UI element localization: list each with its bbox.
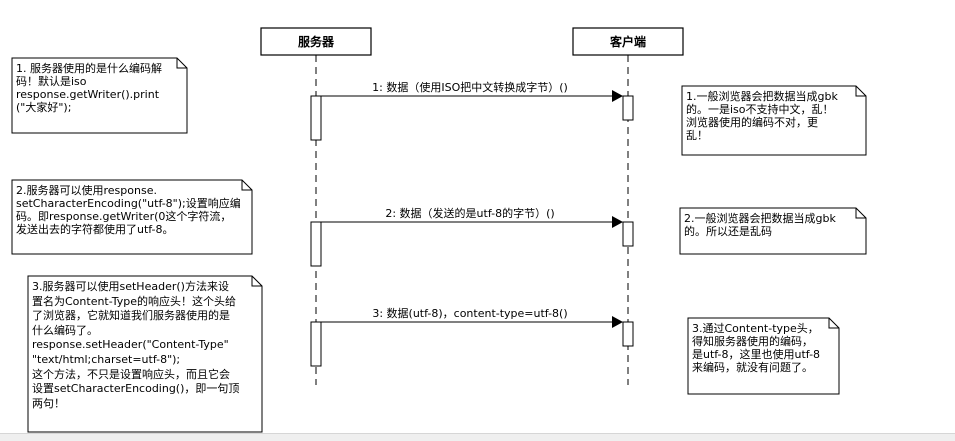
note-client-3: 3.通过Content-type头， 得知服务器使用的编码， 是utf-8，这里… — [692, 322, 821, 374]
lifeline-client-label: 客户端 — [609, 34, 646, 49]
note-server-1: 1. 服务器使用的是什么编码解 码！默认是iso response.getWri… — [16, 62, 162, 114]
note-client-2-fold — [855, 208, 866, 219]
message-3: 3: 数据(utf-8)，content-type=utf-8() — [321, 306, 623, 328]
note-server-1-fold — [176, 58, 187, 69]
note-server-2-frame — [11, 179, 253, 255]
note-client-1-frame — [681, 85, 867, 156]
note-server-3-fold — [251, 276, 262, 287]
note-server-3-frame — [27, 275, 263, 433]
note-server-2: 2.服务器可以使用response. setCharacterEncoding(… — [16, 184, 241, 236]
note-server-3: 3.服务器可以使用setHeader()方法来设 置名为Content-Type… — [32, 280, 240, 410]
message-1-label: 1: 数据（使用ISO把中文转换成字节）() — [372, 80, 568, 94]
activation-server-1 — [310, 95, 322, 141]
message-2: 2: 数据（发送的是utf-8的字节）() — [321, 206, 623, 228]
lifeline-server-label: 服务器 — [298, 34, 335, 49]
note-client-3-frame — [687, 317, 840, 395]
activation-client-2 — [622, 221, 634, 247]
message-3-arrowhead — [612, 316, 623, 328]
message-1: 1: 数据（使用ISO把中文转换成字节）() — [321, 80, 623, 102]
note-server-2-fold — [241, 180, 252, 191]
message-3-label: 3: 数据(utf-8)，content-type=utf-8() — [372, 306, 567, 320]
message-1-arrowhead — [612, 90, 623, 102]
message-2-arrowhead — [612, 216, 623, 228]
note-server-1-frame — [11, 57, 188, 134]
activation-server-2 — [310, 221, 322, 267]
activation-client-3 — [622, 321, 634, 347]
note-client-3-fold — [828, 318, 839, 329]
note-client-2: 2.一般浏览器会把数据当成gbk 的。所以还是乱码 — [684, 212, 836, 238]
lifeline-server-head — [260, 27, 372, 56]
activation-client-1 — [622, 95, 634, 121]
lifeline-client-head — [572, 27, 684, 56]
horizontal-scrollbar[interactable] — [0, 433, 955, 441]
activation-server-3 — [310, 321, 322, 367]
message-2-label: 2: 数据（发送的是utf-8的字节）() — [385, 206, 554, 220]
note-client-1-fold — [855, 86, 866, 97]
note-client-1: 1.一般浏览器会把数据当成gbk 的。一是iso不支持中文，乱！ 浏览器使用的编… — [686, 90, 838, 142]
note-client-2-frame — [679, 207, 867, 255]
